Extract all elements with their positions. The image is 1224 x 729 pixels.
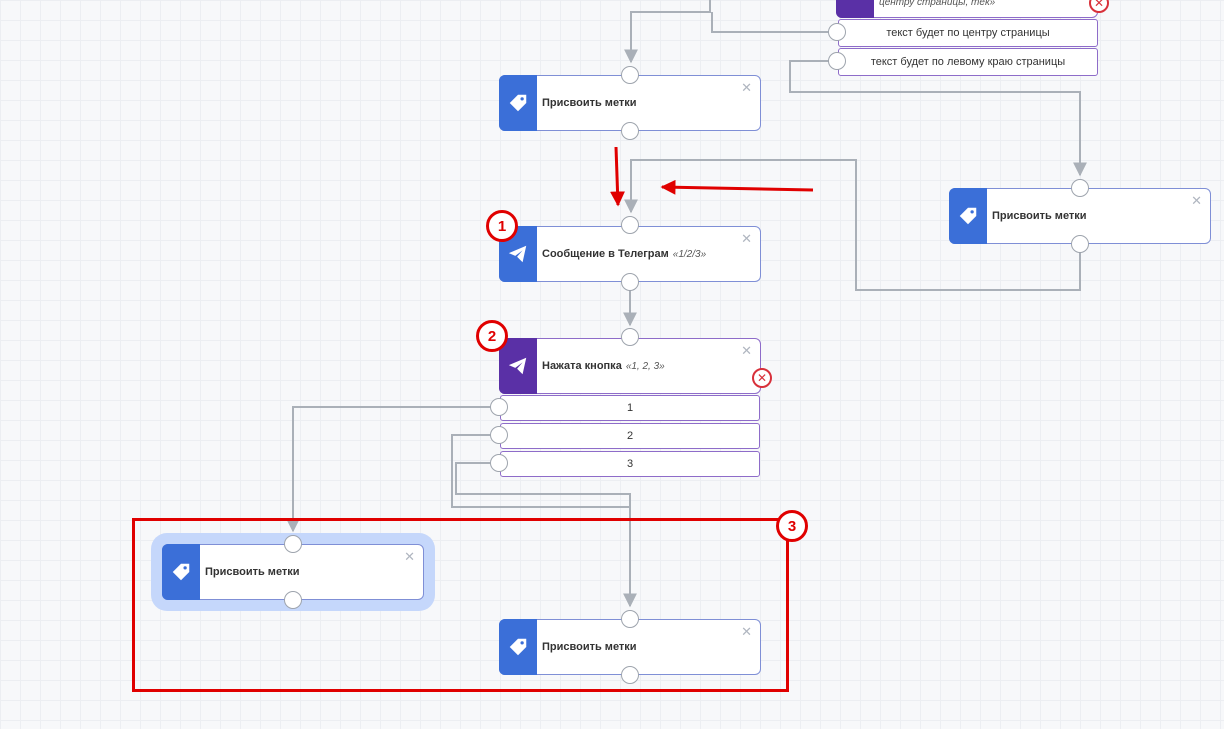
annotation-arrow-left: [660, 179, 814, 195]
assign-tags-right-out-port[interactable]: [1071, 235, 1089, 253]
top-option-left-port[interactable]: [828, 52, 846, 70]
partial-top-node-subtitle: центру страницы, тек»: [879, 0, 996, 8]
button-pressed-title-wrap: Нажата кнопка «1, 2, 3»: [542, 339, 738, 393]
tag-icon: [949, 188, 987, 244]
button-pressed-in-port[interactable]: [621, 328, 639, 346]
close-icon[interactable]: ✕: [741, 80, 752, 95]
button-pressed-title: Нажата кнопка: [542, 360, 622, 372]
assign-tags-node-bottom[interactable]: Присвоить метки ✕: [499, 619, 761, 675]
button-option-3-port[interactable]: [490, 454, 508, 472]
assign-tags-title: Присвоить метки: [542, 97, 637, 109]
annotation-arrow-down: [610, 146, 626, 207]
close-icon[interactable]: ✕: [741, 343, 752, 358]
close-icon[interactable]: ✕: [741, 231, 752, 246]
delete-circle-icon[interactable]: ✕: [1089, 0, 1109, 13]
button-option-1-port[interactable]: [490, 398, 508, 416]
annotation-marker-1: 1: [486, 210, 518, 242]
delete-circle-icon[interactable]: ✕: [752, 368, 772, 388]
annotation-highlight-box: [132, 518, 789, 692]
assign-tags-title: Присвоить метки: [992, 210, 1087, 222]
button-pressed-subtitle: «1, 2, 3»: [625, 360, 665, 372]
telegram-message-subtitle: «1/2/3»: [672, 248, 707, 260]
close-icon[interactable]: ✕: [741, 624, 752, 639]
close-icon[interactable]: ✕: [1191, 193, 1202, 208]
telegram-message-node[interactable]: Сообщение в Телеграм «1/2/3» ✕: [499, 226, 761, 282]
annotation-marker-3: 3: [776, 510, 808, 542]
button-option-1[interactable]: 1: [500, 395, 760, 421]
wire-option-3-to-assign-tags-bottom: [455, 462, 637, 608]
top-option-center-port[interactable]: [828, 23, 846, 41]
wire-option-2-to-assign-tags-bottom: [451, 434, 630, 508]
assign-tags-right-in-port[interactable]: [1071, 179, 1089, 197]
assign-tags-bottom-out-port[interactable]: [621, 666, 639, 684]
assign-tags-node-left[interactable]: Присвоить метки ✕: [162, 544, 424, 600]
assign-tags-top-out-port[interactable]: [621, 122, 639, 140]
wire-option-1-to-assign-tags-left: [286, 406, 490, 533]
annotation-marker-2: 2: [476, 320, 508, 352]
tag-icon: [162, 544, 200, 600]
assign-tags-left-in-port[interactable]: [284, 535, 302, 553]
tag-icon: [499, 619, 537, 675]
close-icon[interactable]: ✕: [404, 549, 415, 564]
assign-tags-top-in-port[interactable]: [621, 66, 639, 84]
telegram-message-out-port[interactable]: [621, 273, 639, 291]
button-option-2-port[interactable]: [490, 426, 508, 444]
partial-top-node[interactable]: [836, 0, 1098, 18]
top-option-left[interactable]: текст будет по левому краю страницы: [838, 48, 1098, 76]
wire-center-option: [711, 12, 836, 33]
wire-assign-tags-right-to-telegram: [624, 159, 1081, 291]
partial-top-node-accent: [836, 0, 874, 18]
button-pressed-node[interactable]: Нажата кнопка «1, 2, 3» ✕: [499, 338, 761, 394]
button-option-2[interactable]: 2: [500, 423, 760, 449]
top-option-center[interactable]: текст будет по центру страницы: [838, 19, 1098, 47]
telegram-message-in-port[interactable]: [621, 216, 639, 234]
assign-tags-node-right[interactable]: Присвоить метки ✕: [949, 188, 1211, 244]
telegram-icon: [499, 338, 537, 394]
assign-tags-left-out-port[interactable]: [284, 591, 302, 609]
wire-top-to-assign-tags-top: [624, 0, 711, 64]
telegram-message-title: Сообщение в Телеграм: [542, 248, 669, 260]
assign-tags-bottom-in-port[interactable]: [621, 610, 639, 628]
tag-icon: [499, 75, 537, 131]
wire-left-option-to-assign-tags-right: [789, 60, 1087, 177]
telegram-message-title-wrap: Сообщение в Телеграм «1/2/3»: [542, 227, 738, 281]
button-option-3[interactable]: 3: [500, 451, 760, 477]
assign-tags-title: Присвоить метки: [205, 566, 300, 578]
assign-tags-title: Присвоить метки: [542, 641, 637, 653]
assign-tags-node-top[interactable]: Присвоить метки ✕: [499, 75, 761, 131]
